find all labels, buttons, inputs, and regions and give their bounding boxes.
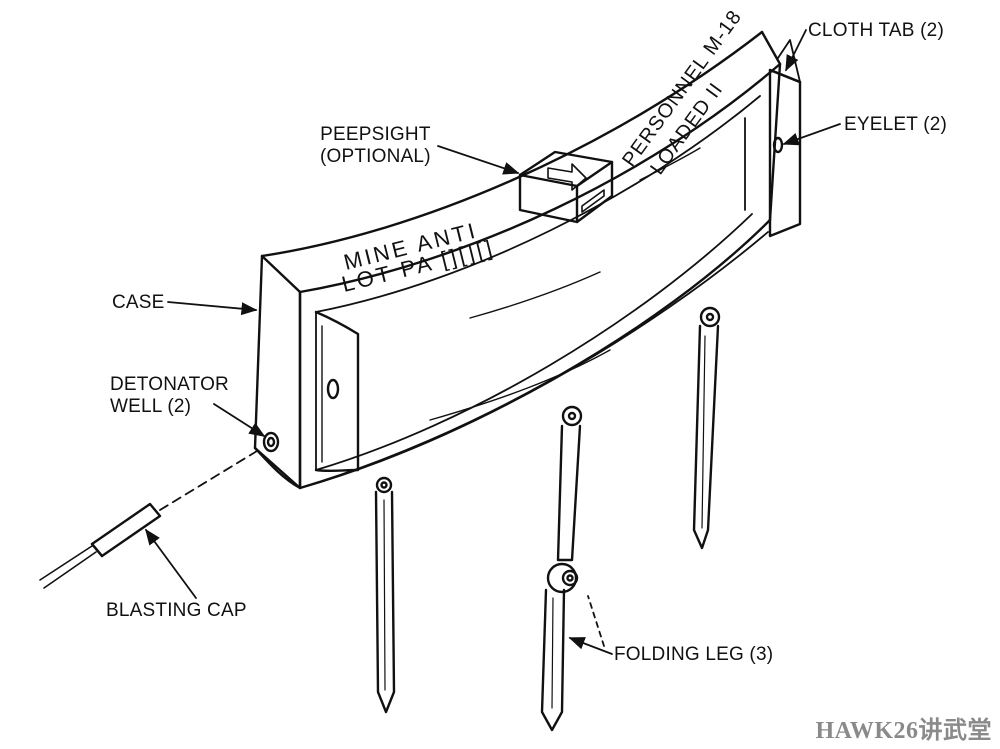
peepsight-leader bbox=[437, 145, 520, 175]
peepsight-drawing bbox=[518, 150, 614, 224]
mine-case bbox=[253, 30, 782, 490]
detonator-leader bbox=[213, 403, 266, 437]
case-leader bbox=[167, 301, 258, 316]
detonator-well-label-line2: WELL (2) bbox=[110, 396, 192, 417]
folding-leg-leader-dashed bbox=[587, 595, 605, 647]
peepsight-label-line1: PEEPSIGHT bbox=[320, 124, 431, 145]
blasting-cap-drawing bbox=[39, 447, 263, 589]
eyelet-label: EYELET (2) bbox=[844, 114, 948, 135]
watermark: HAWK26讲武堂 bbox=[815, 718, 992, 744]
peepsight-label: PEEPSIGHT (OPTIONAL) bbox=[320, 124, 431, 168]
blasting-cap-label: BLASTING CAP bbox=[106, 600, 247, 621]
detonator-well-label: DETONATOR WELL (2) bbox=[110, 374, 229, 418]
cloth-tab-leader bbox=[785, 29, 807, 72]
folding-leg-middle bbox=[540, 405, 583, 732]
folding-leg-label: FOLDING LEG (3) bbox=[614, 644, 774, 665]
leader-lines bbox=[145, 29, 841, 655]
eyelet-leader bbox=[782, 123, 841, 146]
blasting-cap-leader bbox=[145, 528, 197, 599]
eyelet-drawing bbox=[772, 136, 784, 154]
peepsight-label-line2: (OPTIONAL) bbox=[320, 146, 431, 167]
folding-leg-leader bbox=[568, 637, 613, 655]
case-label: CASE bbox=[112, 292, 165, 313]
detonator-well-label-line1: DETONATOR bbox=[110, 374, 229, 395]
cloth-tab-label: CLOTH TAB (2) bbox=[808, 20, 944, 41]
detonator-well-drawing bbox=[262, 431, 280, 453]
folding-leg-left bbox=[374, 476, 396, 714]
folding-leg-right bbox=[692, 306, 721, 550]
